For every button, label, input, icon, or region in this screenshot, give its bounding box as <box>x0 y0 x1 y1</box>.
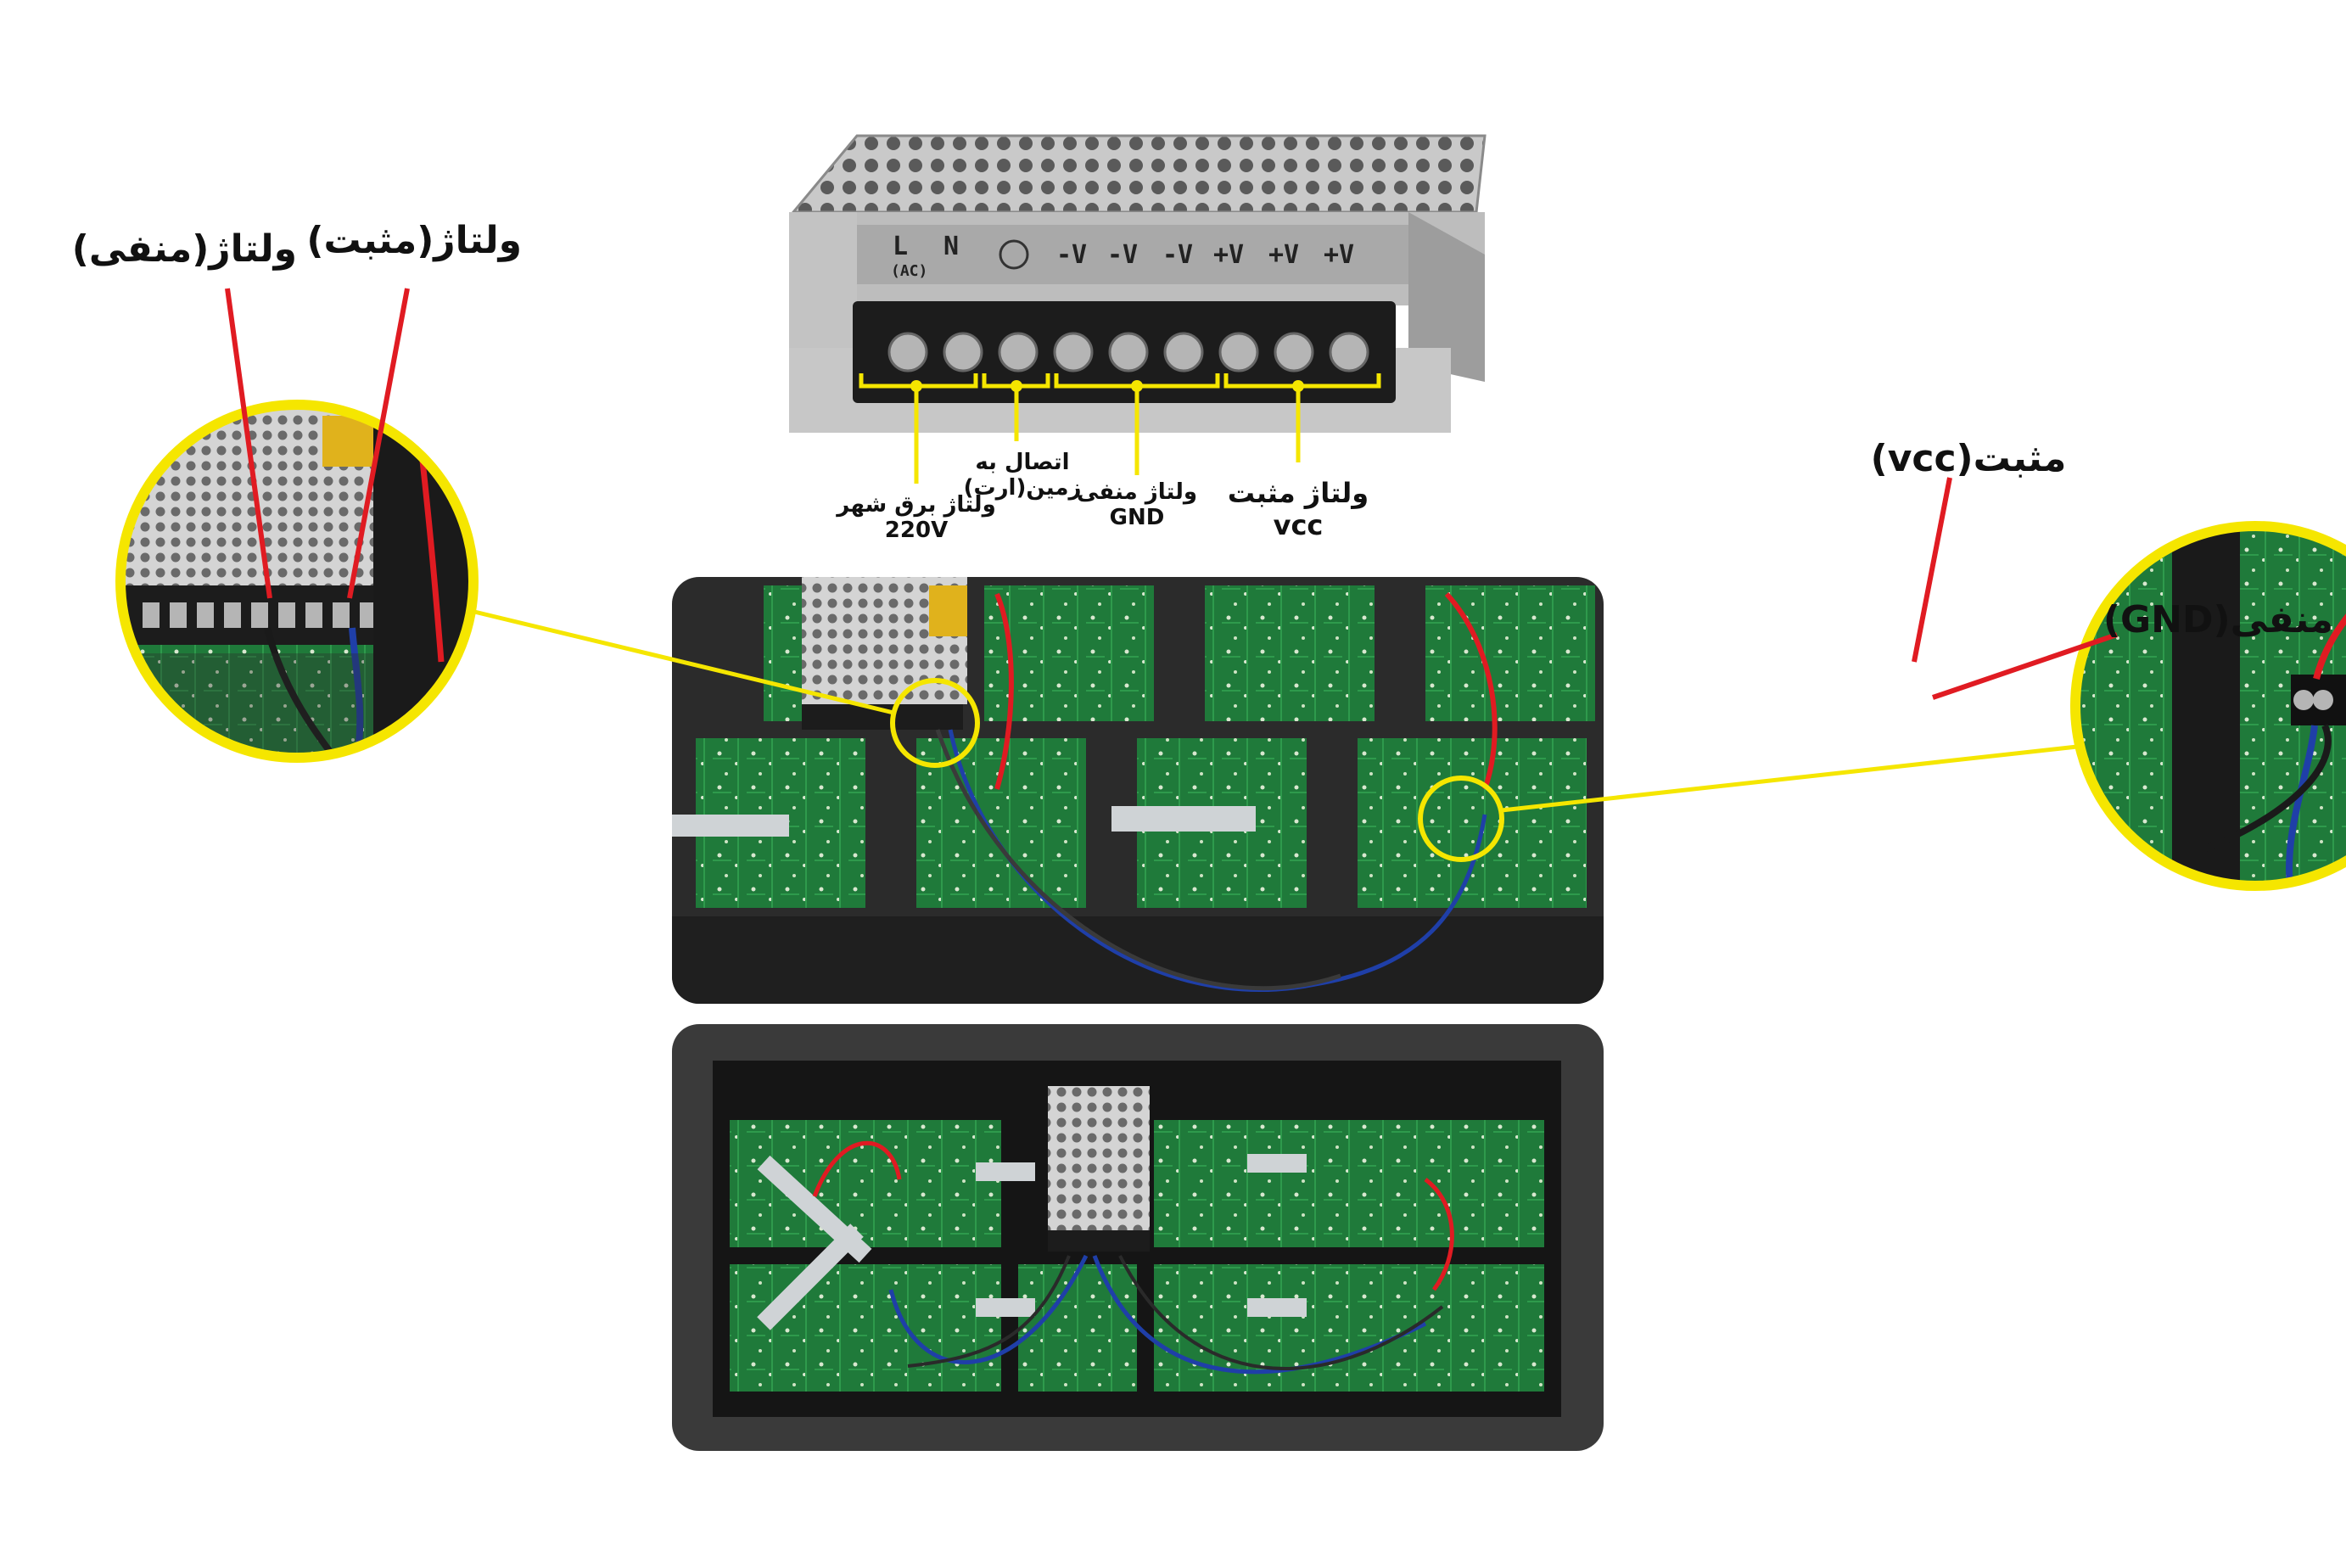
terminal-label-neg-3: -V <box>1162 240 1193 270</box>
earth-connection-line1: اتصال به <box>975 450 1070 475</box>
positive-voltage-line1: ولتاژ مثبت <box>1227 477 1369 509</box>
positive-voltage-label: ولتاژ مثبت vcc <box>1222 477 1375 541</box>
led-panel-photo-2 <box>672 1024 1604 1451</box>
callout-connectors <box>470 608 2078 813</box>
terminal-label-l: L <box>893 232 908 261</box>
highlight-circle-module <box>1418 776 1504 862</box>
earth-connection-label: اتصال به زمین(ارت) <box>950 450 1095 501</box>
left-negative-voltage-label: ولتاژ(منفی) <box>71 227 297 271</box>
earth-symbol-icon <box>999 239 1029 270</box>
earth-connection-line2: زمین(ارت) <box>963 475 1082 501</box>
terminal-screws <box>887 332 1369 372</box>
positive-voltage-line2: vcc <box>1273 509 1324 541</box>
right-zoom-callout <box>2070 521 2346 891</box>
red-pointer-lines <box>225 288 2118 700</box>
terminal-label-pos-1: +V <box>1213 240 1244 270</box>
terminal-label-pos-2: +V <box>1268 240 1299 270</box>
mains-voltage-line2: 220V <box>884 518 949 543</box>
terminal-label-neg-2: -V <box>1107 240 1138 270</box>
terminal-label-pos-3: +V <box>1324 240 1354 270</box>
negative-voltage-line1: ولتاژ منفی <box>1076 479 1198 505</box>
led-panel-photo-1 <box>672 577 1604 1004</box>
terminal-label-n: N <box>943 232 959 261</box>
terminal-label-ac: (AC) <box>891 262 927 280</box>
negative-voltage-label: ولتاژ منفی GND <box>1061 479 1213 530</box>
mains-voltage-line1: ولتاژ برق شهر <box>837 492 996 518</box>
psu-closeup: L N (AC) -V -V -V +V +V +V <box>789 134 1487 484</box>
highlight-circle-psu <box>890 678 980 768</box>
left-zoom-callout <box>115 400 479 763</box>
right-positive-vcc-label: مثبت(vcc) <box>1870 437 2067 480</box>
left-positive-voltage-label: ولتاژ(مثبت) <box>306 219 522 262</box>
negative-voltage-line2: GND <box>1109 505 1165 530</box>
right-negative-gnd-label: منفی(GND) <box>2102 598 2333 641</box>
mains-voltage-label: ولتاژ برق شهر 220V <box>836 492 997 543</box>
terminal-label-neg-1: -V <box>1056 240 1087 270</box>
